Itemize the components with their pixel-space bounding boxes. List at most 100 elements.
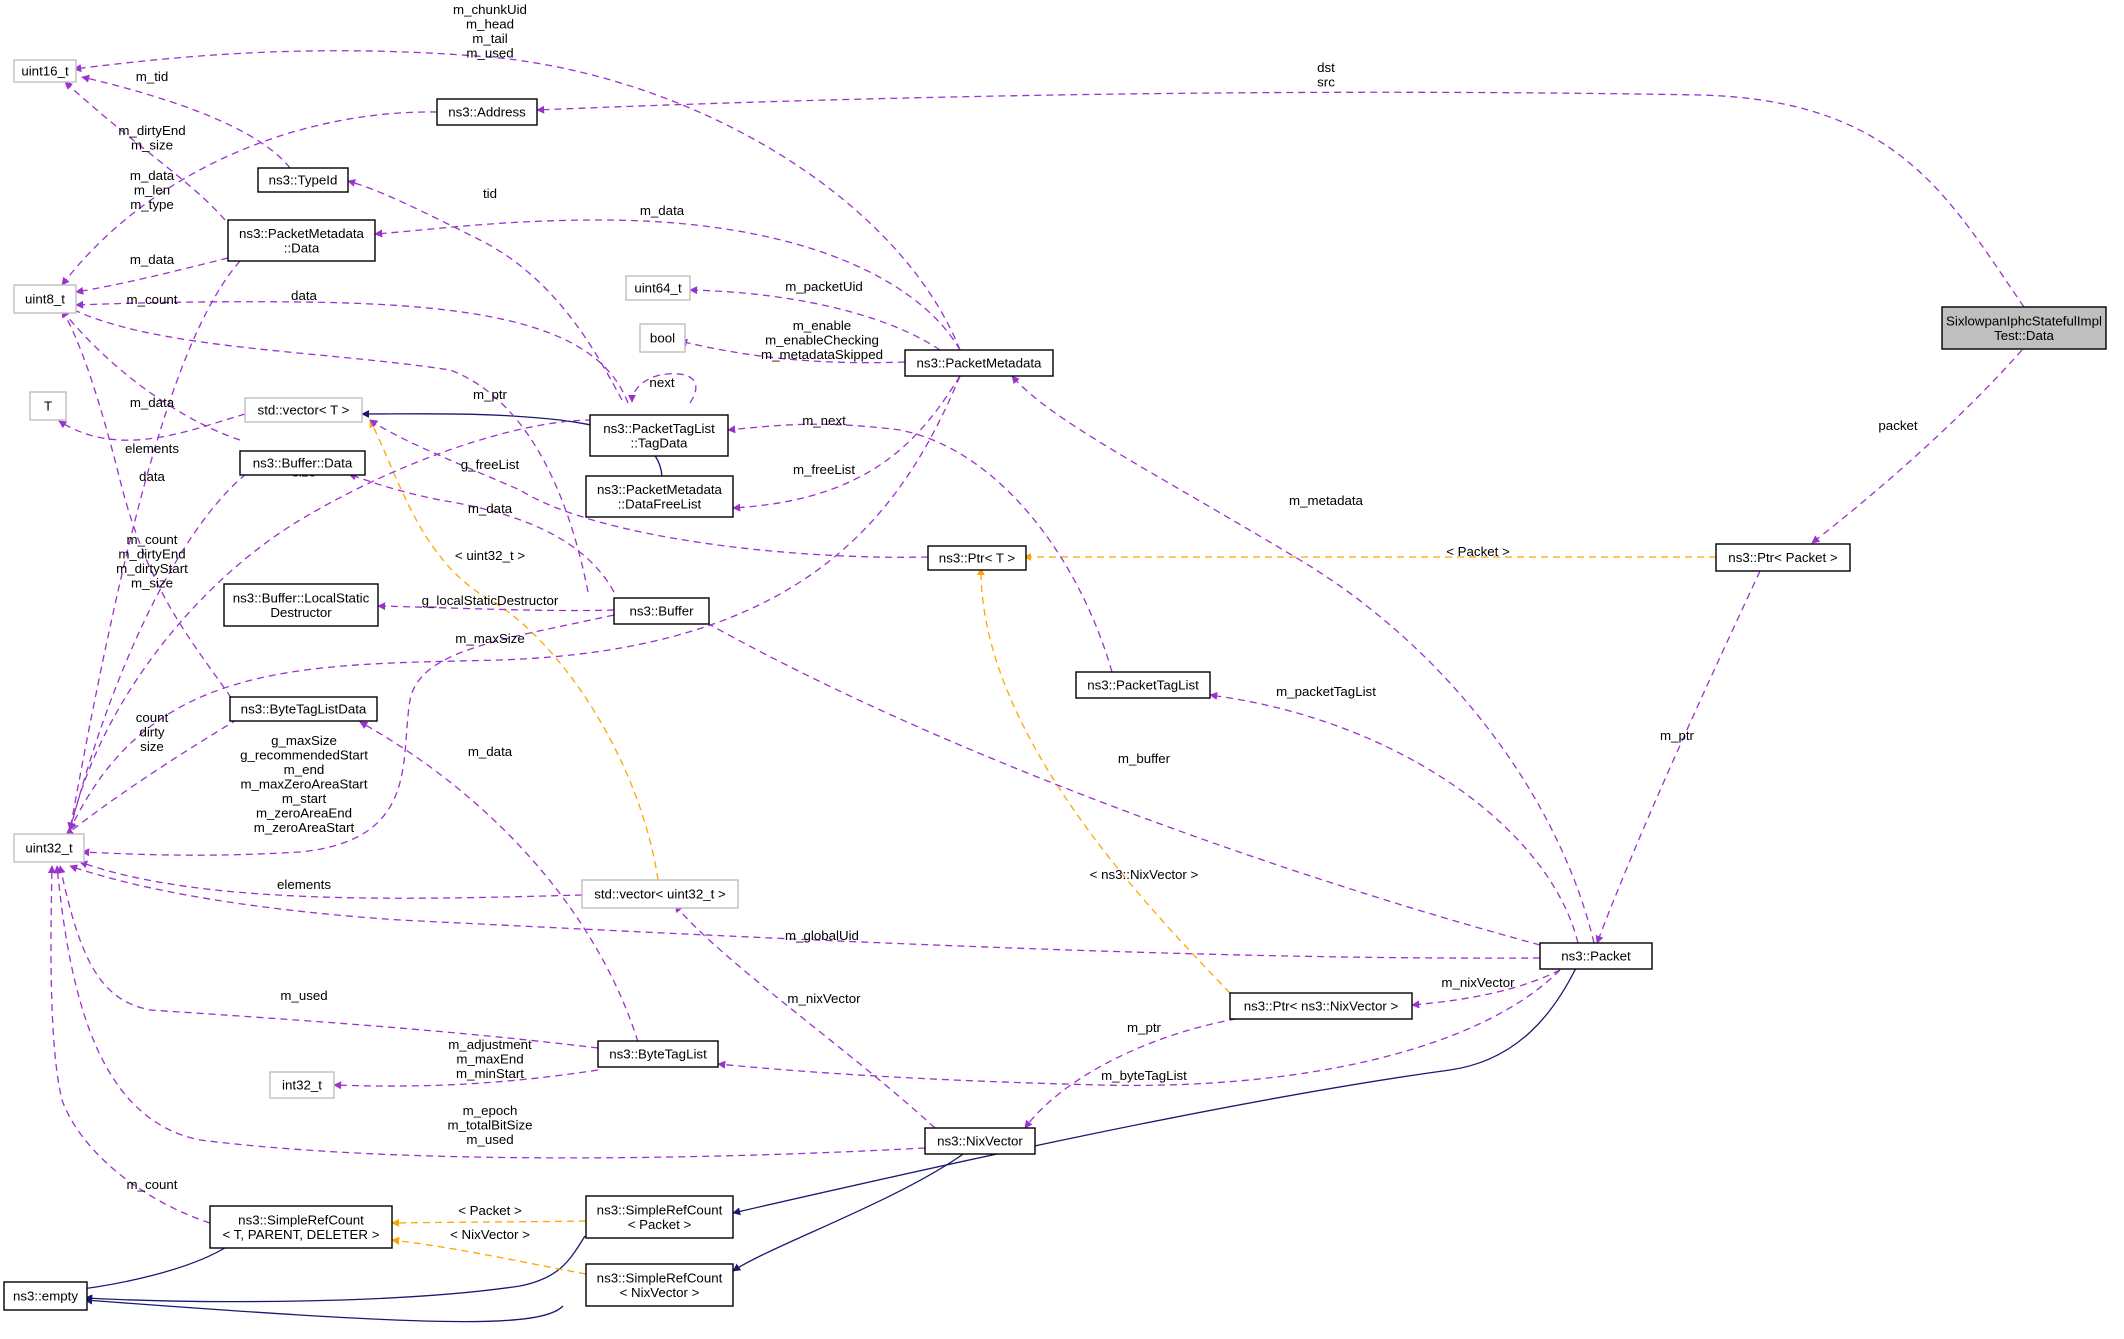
edge-src-nix-tmpl (391, 1236, 587, 1275)
edge-label-line: m_buffer (1118, 751, 1171, 766)
edge-btl-btld (359, 721, 639, 1043)
edge-label-line: m_next (802, 413, 846, 428)
edge-label-line: m_chunkUid (453, 2, 527, 17)
edge-packet-buffer (697, 617, 1541, 946)
node-label: ns3::Buffer::Data (253, 456, 353, 471)
node-src[interactable]: ns3::SimpleRefCount< T, PARENT, DELETER … (209, 1205, 393, 1249)
edge-buffer-lsd (377, 602, 615, 612)
node-ptl[interactable]: ns3::PacketTagList (1075, 671, 1211, 699)
edge-focus-ptrpacket (1811, 349, 2023, 544)
edge-label-packet-btl: m_byteTagList (1101, 1068, 1187, 1083)
edge-pmdata-uint32 (67, 260, 241, 831)
node-address[interactable]: ns3::Address (436, 98, 538, 126)
edge-label-line: m_start (282, 791, 327, 806)
edge-pm-uint32 (69, 375, 961, 831)
node-label: uint8_t (25, 292, 65, 307)
node-label: ns3::PacketMetadata (239, 226, 365, 241)
edge-pm-pmdata (374, 219, 961, 351)
edge-label-pm-dfl: m_freeList (793, 462, 855, 477)
node-label: T (44, 399, 52, 414)
node-bool: bool (639, 323, 686, 353)
edge-label-line: m_used (280, 988, 327, 1003)
edge-label-line: m_enableChecking (765, 333, 879, 348)
node-packet[interactable]: ns3::Packet (1539, 942, 1653, 970)
node-ptr-packet[interactable]: ns3::Ptr< Packet > (1715, 543, 1851, 572)
edge-label-btl-uint32: m_used (280, 988, 327, 1003)
edge-label-ptrPacket-ptrT: < Packet > (1446, 544, 1510, 559)
node-label: uint16_t (21, 64, 69, 79)
edge-label-line: m_end (284, 762, 325, 777)
edge-label-vectorT-T: elements (125, 441, 179, 456)
edge-label-line: m_ptr (473, 387, 508, 402)
edge-label-line: < Packet > (1446, 544, 1510, 559)
node-pm[interactable]: ns3::PacketMetadata (904, 349, 1054, 377)
edge-nix-uint32 (53, 865, 926, 1159)
edge-ptrnix-nix (1024, 1014, 1261, 1129)
edge-label-vectorU32-vectorT: < uint32_t > (455, 548, 525, 563)
node-buffer[interactable]: ns3::Buffer (613, 597, 710, 625)
edge-label-typeid-uint16: m_tid (136, 69, 169, 84)
edge-label-line: m_dirtyEnd (118, 123, 185, 138)
edge-label-line: m_metadata (1289, 493, 1364, 508)
node-T: T (29, 391, 67, 421)
edge-label-btld-uint8: data (139, 469, 165, 484)
edge-label-line: m_used (466, 46, 513, 61)
edge-label-vectorU32-uint32: elements (277, 877, 331, 892)
edge-label-line: dst (1317, 60, 1335, 75)
node-src-packet[interactable]: ns3::SimpleRefCount< Packet > (585, 1195, 734, 1239)
edge-label-line: m_dirtyEnd (118, 547, 185, 562)
node-ptr-nix[interactable]: ns3::Ptr< ns3::NixVector > (1229, 992, 1413, 1020)
edge-label-packet-pm: m_metadata (1289, 493, 1364, 508)
edge-label-line: count (136, 710, 169, 725)
edge-pmdata-uint8 (75, 257, 229, 295)
node-ptl-tagdata[interactable]: ns3::PacketTagList::TagData (589, 414, 729, 457)
node-btld[interactable]: ns3::ByteTagListData (229, 696, 378, 722)
node-buffer-data[interactable]: ns3::Buffer::Data (239, 450, 366, 476)
node-label: ns3::ByteTagList (609, 1047, 707, 1062)
edge-label-line: m_totalBitSize (448, 1118, 533, 1133)
edge-label-line: packet (1878, 418, 1917, 433)
edge-label-ptrpacket-packet: m_ptr (1660, 728, 1695, 743)
edge-label-packet-ptrnix: m_nixVector (1441, 975, 1515, 990)
edge-label-line: dirty (139, 725, 164, 740)
node-label: < T, PARENT, DELETER > (223, 1227, 380, 1242)
node-empty[interactable]: ns3::empty (3, 1281, 88, 1311)
edge-vectort-t (58, 413, 246, 441)
edge-label-ptrT-vector: g_freeList (461, 457, 520, 472)
node-label: uint32_t (25, 841, 73, 856)
edge-label-ptrNix-ptrT: < ns3::NixVector > (1090, 867, 1199, 882)
edge-label-srcPacket-src: < Packet > (458, 1203, 522, 1218)
edge-label-src-uint32: m_count (127, 1177, 178, 1192)
edge-ptl-tagdata (727, 423, 1113, 673)
node-btl[interactable]: ns3::ByteTagList (597, 1040, 719, 1068)
edge-ptrpacket-packet (1595, 570, 1761, 944)
node-nixvector[interactable]: ns3::NixVector (924, 1127, 1036, 1155)
edge-packet-uint32 (69, 864, 1541, 959)
node-label: ::TagData (631, 435, 689, 450)
node-ptr-T[interactable]: ns3::Ptr< T > (927, 545, 1027, 571)
edge-bufferdata-uint32 (67, 473, 247, 831)
edge-pm-uint16 (73, 50, 961, 351)
edge-btld-uint8 (61, 309, 239, 709)
node-label: ns3::PacketMetadata (917, 356, 1043, 371)
node-src-nix[interactable]: ns3::SimpleRefCount< NixVector > (585, 1263, 734, 1307)
node-label: ns3::Ptr< ns3::NixVector > (1244, 999, 1399, 1014)
node-pm-dfl[interactable]: ns3::PacketMetadata::DataFreeList (585, 475, 734, 518)
node-typeid[interactable]: ns3::TypeId (257, 167, 349, 193)
edge-label-line: elements (125, 441, 179, 456)
edge-src-uint32 (47, 865, 211, 1224)
edge-tagdata-typeid (347, 179, 623, 401)
node-pm-data[interactable]: ns3::PacketMetadata::Data (227, 219, 376, 262)
edge-label-line: m_globalUid (785, 928, 859, 943)
edge-label-line: src (1317, 75, 1335, 90)
edge-label-pmdata-uint32: m_count (127, 292, 178, 307)
edge-label-buffer-lsd: g_localStaticDestructor (422, 593, 559, 608)
edge-label-pm-uint32: m_maxSize (455, 631, 524, 646)
edge-ptr-nix-tmpl (976, 567, 1231, 994)
edge-label-line: m_nixVector (787, 991, 861, 1006)
